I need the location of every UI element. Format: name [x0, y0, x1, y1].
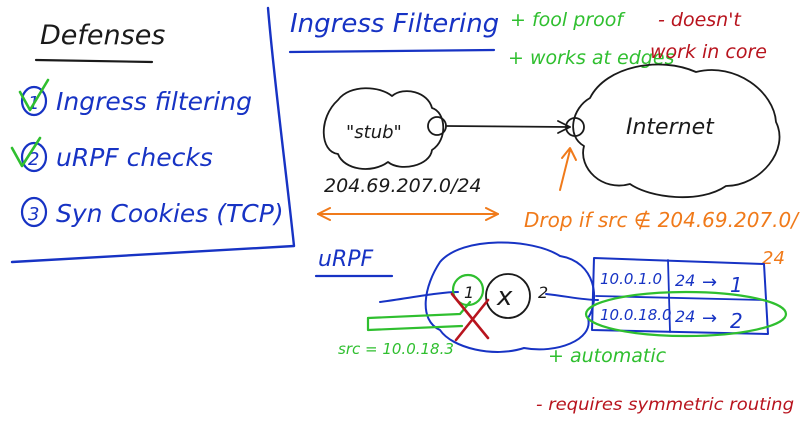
- defense-1-label: Ingress filtering: [56, 87, 252, 116]
- stub-prefix: 204.69.207.0/24: [324, 175, 482, 197]
- stub-label: "stub": [346, 122, 402, 143]
- ingress-pro-1: + fool proof: [510, 9, 626, 31]
- ingress-con-2: work in core: [650, 41, 767, 63]
- route-1-arrow-icon: →: [702, 272, 717, 293]
- route-2-len: 24: [675, 307, 695, 326]
- link-arrowhead-icon: [557, 120, 571, 134]
- route-2-prefix: 10.0.18.0: [600, 306, 672, 324]
- src-label: src = 10.0.18.3: [338, 340, 454, 358]
- number-1-circle: [20, 85, 48, 117]
- route-2-highlight: [584, 290, 788, 338]
- packet-arrow-lower: [366, 316, 464, 332]
- stub-to-internet-link: [445, 125, 571, 128]
- defense-1-check-icon: [18, 78, 50, 112]
- defense-3-label: Syn Cookies (TCP): [56, 199, 284, 228]
- reject-x-icon: [450, 292, 490, 342]
- prefix-span-arrowheads-icon: [317, 207, 499, 221]
- filter-point-arrow-icon: [559, 147, 577, 191]
- router-port-1: 1: [464, 283, 474, 302]
- routing-table-column-divider: [667, 259, 671, 333]
- defense-3-number: 3: [28, 204, 39, 225]
- defense-2-label: uRPF checks: [56, 143, 213, 172]
- number-3-circle: [20, 196, 48, 228]
- urpf-heading: uRPF: [318, 247, 373, 272]
- internet-cloud: [572, 63, 781, 199]
- defenses-panel-border: [10, 6, 296, 264]
- port-2-link: [545, 293, 599, 301]
- ingress-heading-underline: [288, 48, 496, 54]
- drop-rule-line-1: Drop if src ∉ 204.69.207.0/: [524, 208, 800, 232]
- router-symbol: x: [496, 282, 513, 312]
- router-port-2: 2: [538, 283, 548, 302]
- drop-rule-line-2: 24: [762, 248, 785, 269]
- port-1-link: [379, 291, 459, 303]
- route-1-port: 1: [730, 273, 743, 297]
- number-2-circle: [20, 141, 48, 173]
- internet-edge-router: [565, 117, 585, 137]
- defenses-title-underline: [34, 58, 154, 64]
- packet-arrow-upper: [366, 300, 472, 320]
- ingress-pro-2: + works at edges: [508, 47, 675, 69]
- stub-cloud: [322, 87, 445, 170]
- defenses-title: Defenses: [40, 20, 165, 51]
- ingress-con-1: - doesn't: [658, 9, 742, 31]
- internet-label: Internet: [626, 115, 715, 140]
- route-1-prefix: 10.0.1.0: [600, 270, 662, 288]
- route-2-arrow-icon: →: [702, 308, 717, 329]
- defense-2-number: 2: [28, 149, 39, 170]
- router-circle: [485, 273, 531, 319]
- ingress-heading: Ingress Filtering: [290, 9, 499, 39]
- urpf-con: - requires symmetric routing: [536, 395, 794, 415]
- route-2-port: 2: [730, 309, 743, 333]
- route-1-len: 24: [675, 271, 695, 290]
- urpf-pro: + automatic: [548, 345, 667, 367]
- defense-2-check-icon: [10, 136, 42, 168]
